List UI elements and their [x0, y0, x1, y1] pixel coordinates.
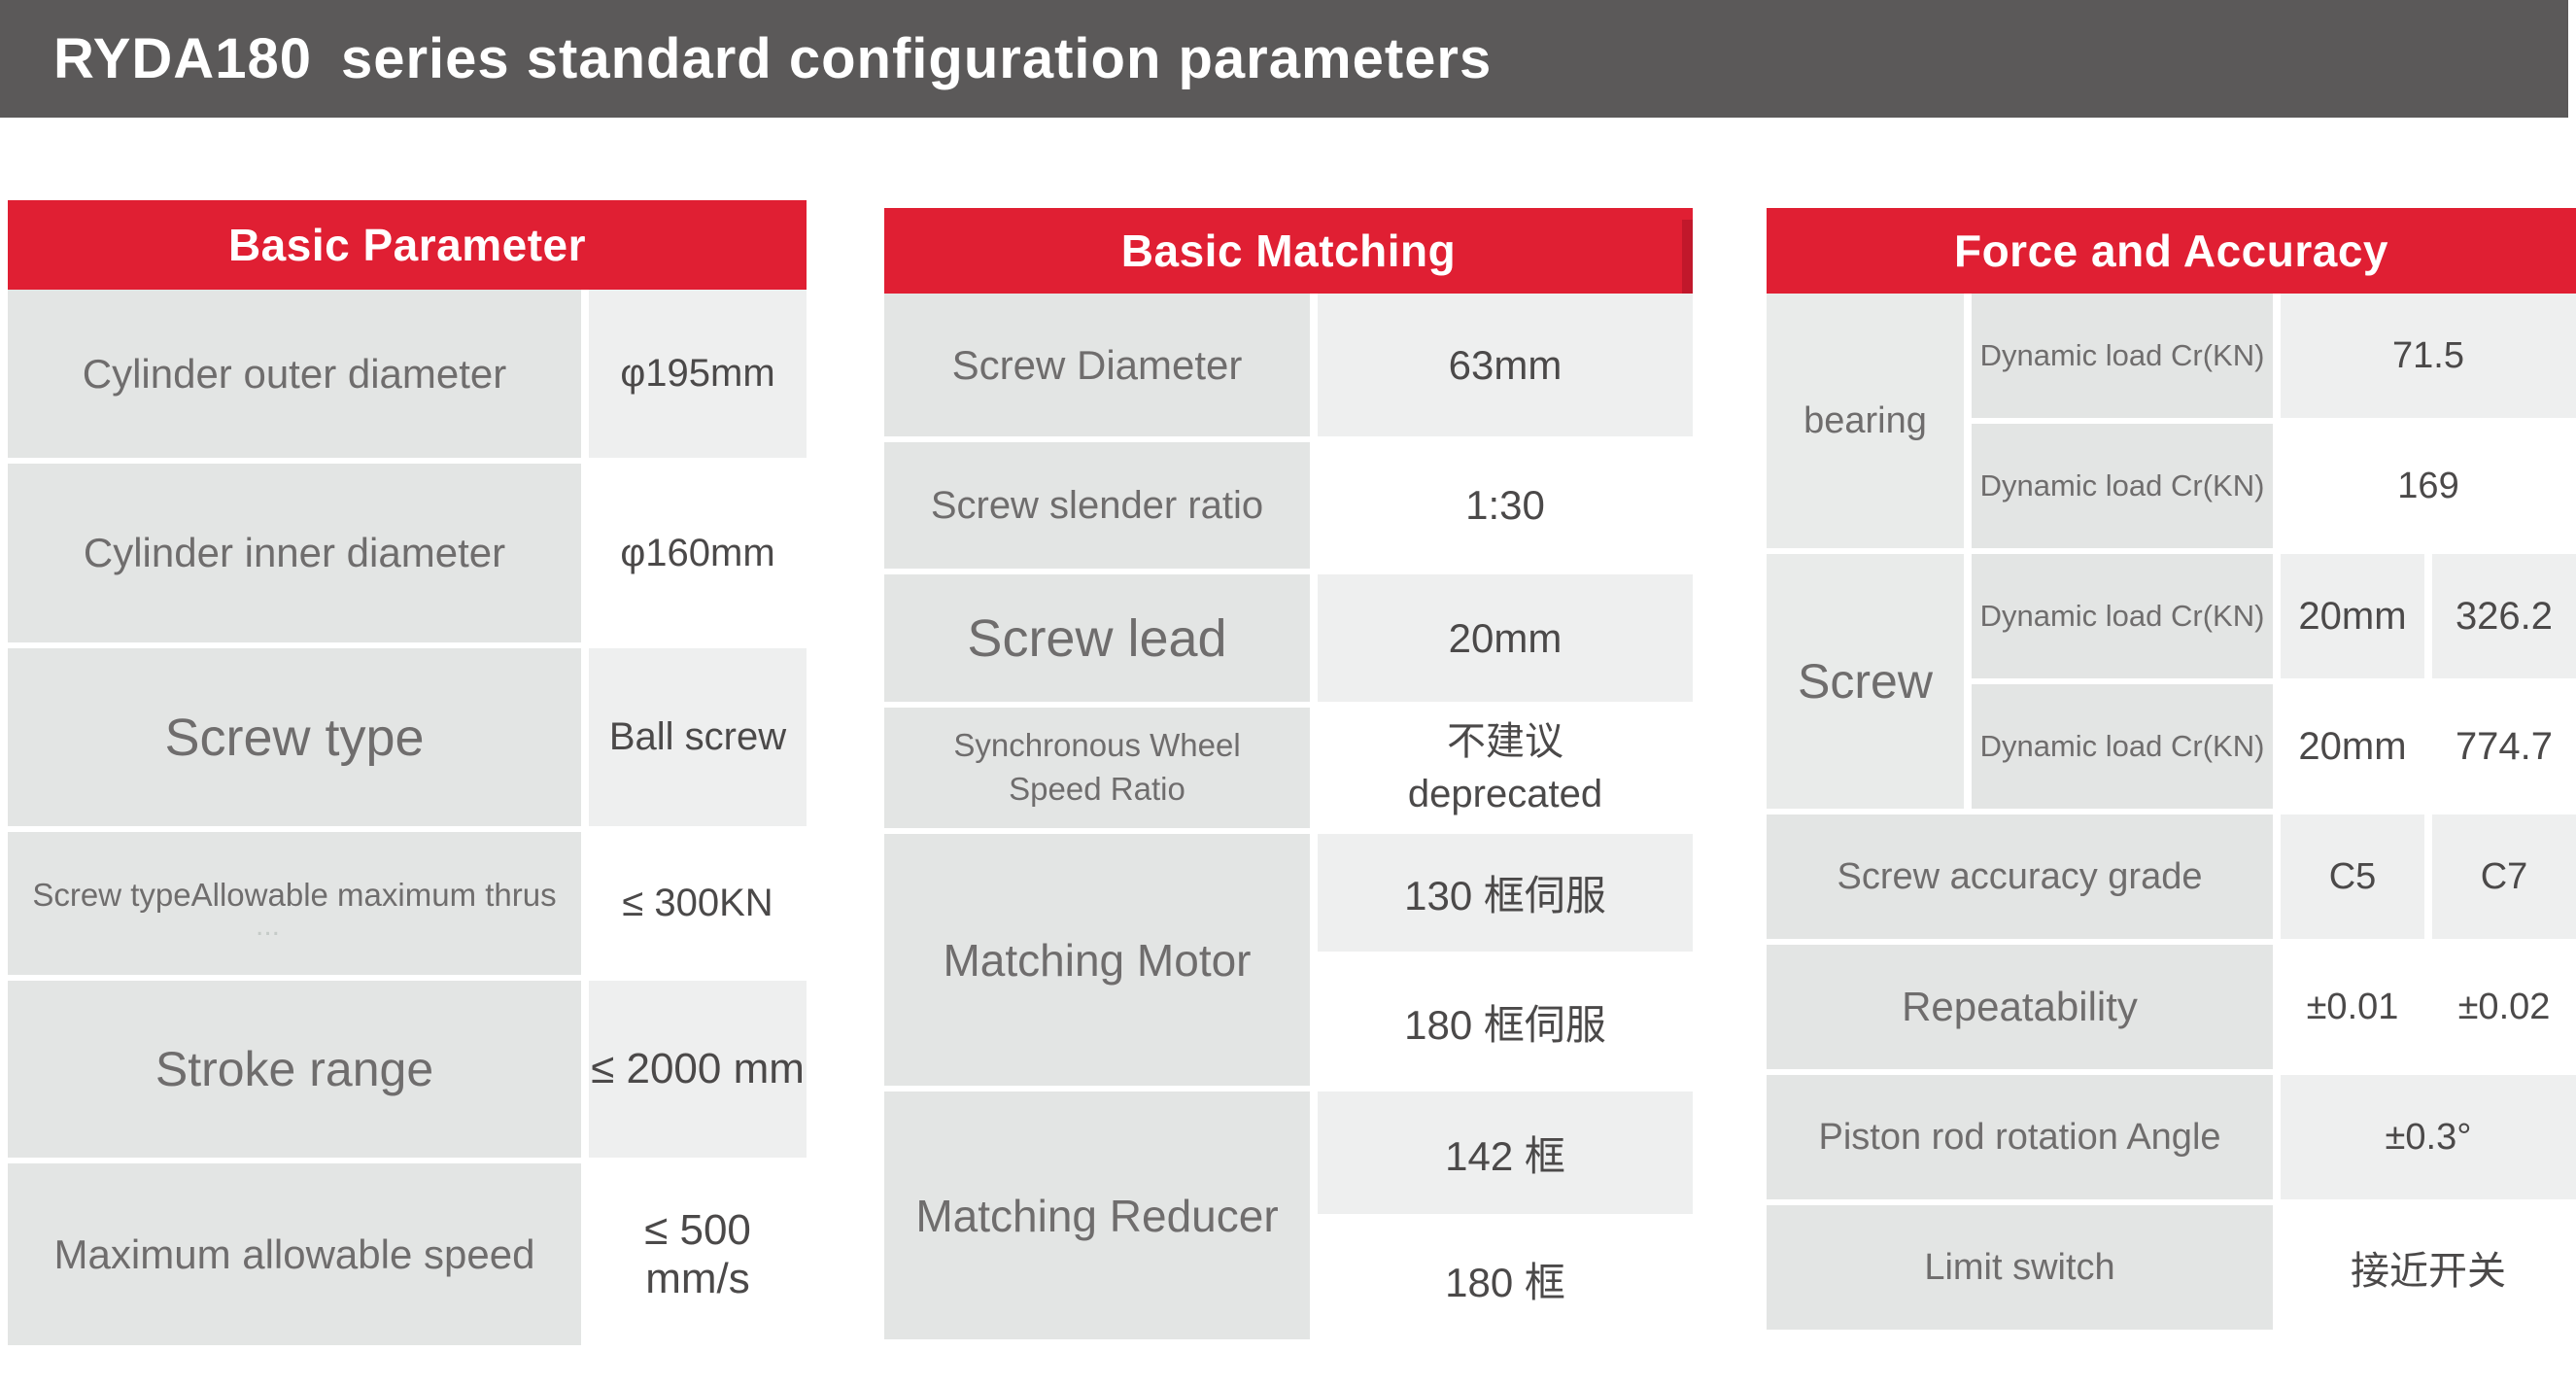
metric-value: 169	[2281, 424, 2576, 548]
metric-label: Dynamic load Cr(KN)	[1972, 424, 2273, 548]
group-label-screw: Screw	[1767, 554, 1964, 809]
metric-value: 326.2	[2432, 554, 2576, 678]
metric-label: Dynamic load Cr(KN)	[1972, 684, 2273, 809]
metric-value: 71.5	[2281, 294, 2576, 418]
accuracy-value: 接近开关	[2281, 1205, 2576, 1330]
metric-label: Dynamic load Cr(KN)	[1972, 554, 2273, 678]
match-value-line1: 不建议	[1447, 720, 1563, 763]
accuracy-label: Limit switch	[1767, 1205, 2273, 1330]
accuracy-label: Repeatability	[1767, 945, 2273, 1069]
basic-matching-body: Screw Diameter 63mm Screw slender ratio …	[884, 294, 1693, 1339]
match-label-matching-reducer: Matching Reducer	[884, 1091, 1310, 1339]
force-accuracy-header: Force and Accuracy	[1767, 208, 2576, 294]
force-accuracy-body: bearing Dynamic load Cr(KN) 71.5 Dynamic…	[1767, 294, 2576, 1330]
match-label: Screw Diameter	[884, 294, 1310, 436]
title-banner: RYDA180 series standard configuration pa…	[0, 0, 2568, 118]
match-value: 130 框伺服	[1318, 834, 1693, 952]
match-value: 142 框	[1318, 1091, 1693, 1214]
match-value: 1:30	[1318, 442, 1693, 569]
accuracy-label: Screw accuracy grade	[1767, 814, 2273, 939]
param-value: φ195mm	[589, 290, 807, 458]
accuracy-value: ±0.3°	[2281, 1075, 2576, 1199]
force-accuracy-title: Force and Accuracy	[1953, 225, 2389, 276]
match-value: 不建议 deprecated	[1318, 708, 1693, 828]
accuracy-value: C5	[2281, 814, 2424, 939]
accuracy-value: ±0.01	[2281, 945, 2424, 1069]
param-value: ≤ 2000 mm	[589, 981, 807, 1158]
table-basic-matching: Basic Matching Screw Diameter 63mm Screw…	[884, 208, 1693, 1339]
basic-matching-title: Basic Matching	[1120, 225, 1457, 276]
basic-parameter-body: Cylinder outer diameter φ195mm Cylinder …	[8, 290, 807, 1345]
match-label: Screw slender ratio	[884, 442, 1310, 569]
accuracy-value: ±0.02	[2432, 945, 2576, 1069]
match-label: Screw lead	[884, 574, 1310, 702]
metric-lead: 20mm	[2281, 684, 2424, 809]
header-edge-strip	[1682, 220, 1693, 294]
basic-parameter-title: Basic Parameter	[227, 220, 587, 270]
accuracy-label: Piston rod rotation Angle	[1767, 1075, 2273, 1199]
metric-lead: 20mm	[2281, 554, 2424, 678]
basic-matching-header: Basic Matching	[884, 208, 1693, 294]
match-label-matching-motor: Matching Motor	[884, 834, 1310, 1086]
param-label: Cylinder outer diameter	[8, 290, 581, 458]
match-label: Synchronous Wheel Speed Ratio	[884, 708, 1310, 828]
basic-parameter-header: Basic Parameter	[8, 200, 807, 290]
group-label-bearing: bearing	[1767, 294, 1964, 548]
match-value: 63mm	[1318, 294, 1693, 436]
table-basic-parameter: Basic Parameter Cylinder outer diameter …	[8, 200, 807, 1345]
param-value: ≤ 500 mm/s	[589, 1163, 807, 1345]
match-value: 20mm	[1318, 574, 1693, 702]
match-value-line2: deprecated	[1407, 773, 1603, 815]
match-value: 180 框	[1318, 1220, 1693, 1339]
banner-model: RYDA180	[53, 27, 312, 90]
banner-subtitle: series standard configuration parameters	[340, 27, 1493, 90]
accuracy-value: C7	[2432, 814, 2576, 939]
param-value: ≤ 300KN	[589, 832, 807, 975]
truncation-ellipsis: ...	[256, 909, 281, 942]
table-force-accuracy: Force and Accuracy bearing Dynamic load …	[1767, 208, 2576, 1330]
param-label-text: Screw typeAllowable maximum thrus	[32, 876, 557, 913]
param-value: φ160mm	[589, 464, 807, 642]
metric-label: Dynamic load Cr(KN)	[1972, 294, 2273, 418]
param-label: Screw typeAllowable maximum thrus ...	[8, 832, 581, 975]
param-value: Ball screw	[589, 648, 807, 826]
param-label: Screw type	[8, 648, 581, 826]
match-value: 180 框伺服	[1318, 957, 1693, 1086]
metric-value: 774.7	[2432, 684, 2576, 809]
param-label: Maximum allowable speed	[8, 1163, 581, 1345]
param-label: Stroke range	[8, 981, 581, 1158]
param-label: Cylinder inner diameter	[8, 464, 581, 642]
